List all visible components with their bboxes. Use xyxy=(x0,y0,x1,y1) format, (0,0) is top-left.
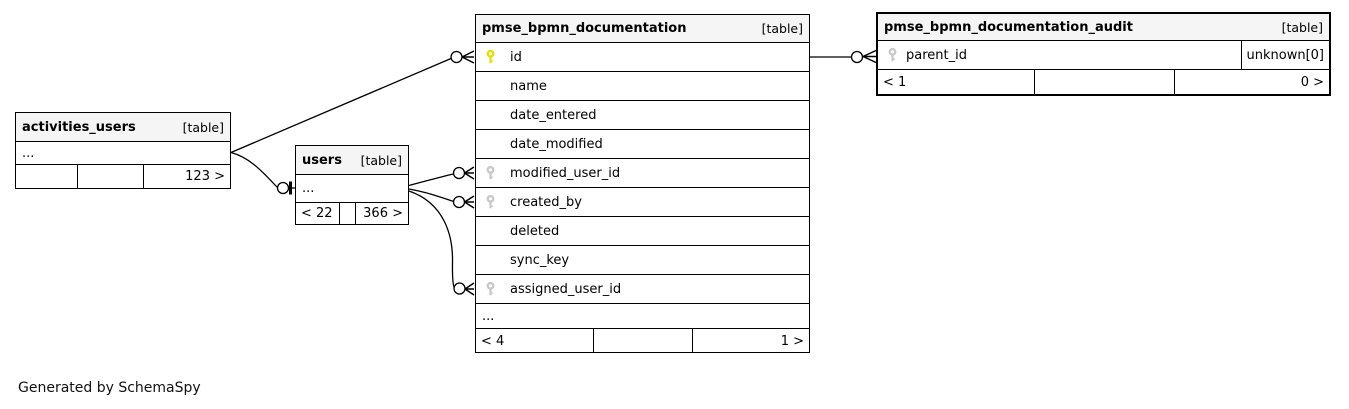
stats-row: 123 > xyxy=(16,165,230,188)
column-row-created-by[interactable]: created_by xyxy=(476,188,809,217)
stats-row: < 4 1 > xyxy=(476,329,809,353)
stat-cell-middle xyxy=(78,165,144,188)
ellipsis-row: ... xyxy=(16,142,230,165)
stat-cell-middle xyxy=(1035,70,1175,94)
column-row-sync-key[interactable]: sync_key xyxy=(476,246,809,275)
stat-cell-middle xyxy=(594,329,693,353)
table-header[interactable]: pmse_bpmn_documentation [table] xyxy=(476,15,809,43)
table-type-label: [table] xyxy=(360,152,402,168)
column-row-name[interactable]: name xyxy=(476,72,809,101)
stat-cell-right: 0 > xyxy=(1300,74,1324,90)
table-node-users[interactable]: users [table] ... < 22 366 > xyxy=(295,145,409,225)
table-title: pmse_bpmn_documentation_audit xyxy=(884,19,1133,35)
column-name: name xyxy=(510,78,547,94)
stat-cell-left: < 1 xyxy=(878,70,1035,94)
relationship-line-activities-users-to-id xyxy=(230,50,475,154)
table-title: users xyxy=(302,152,342,168)
table-node-pmse-bpmn-documentation[interactable]: pmse_bpmn_documentation [table] id name … xyxy=(475,14,810,353)
relationship-line-users-to-modified-user-id xyxy=(408,166,475,187)
stats-row: < 22 366 > xyxy=(296,203,408,224)
column-row-deleted[interactable]: deleted xyxy=(476,217,809,246)
foreign-key-icon xyxy=(476,281,510,297)
column-row-modified-user-id[interactable]: modified_user_id xyxy=(476,159,809,188)
zero-or-many-marker xyxy=(453,282,466,295)
column-name: modified_user_id xyxy=(510,165,621,181)
column-name: assigned_user_id xyxy=(510,281,622,297)
table-header[interactable]: pmse_bpmn_documentation_audit [table] xyxy=(878,14,1329,41)
table-title: pmse_bpmn_documentation xyxy=(482,21,687,36)
table-type-label: [table] xyxy=(1281,19,1323,35)
zero-or-many-marker xyxy=(850,50,864,64)
column-name: created_by xyxy=(510,194,582,210)
column-row-parent-id[interactable]: parent_id unknown[0] xyxy=(878,41,1329,70)
column-name: sync_key xyxy=(510,252,570,268)
column-row-date-entered[interactable]: date_entered xyxy=(476,101,809,130)
table-header[interactable]: activities_users [table] xyxy=(16,113,230,142)
relationship-line-users-to-assigned-user-id xyxy=(408,190,475,296)
column-name: parent_id xyxy=(906,47,967,63)
generator-note: Generated by SchemaSpy xyxy=(18,380,201,396)
column-row-id[interactable]: id xyxy=(476,43,809,72)
foreign-key-icon xyxy=(476,165,510,181)
table-node-activities-users[interactable]: activities_users [table] ... 123 > xyxy=(15,112,231,189)
column-name: date_entered xyxy=(510,107,597,123)
column-name: date_modified xyxy=(510,136,603,152)
column-name: deleted xyxy=(510,223,560,239)
foreign-key-icon xyxy=(476,194,510,210)
table-node-pmse-bpmn-documentation-audit[interactable]: pmse_bpmn_documentation_audit [table] pa… xyxy=(876,12,1331,96)
primary-key-icon xyxy=(476,49,510,65)
stats-row: < 1 0 > xyxy=(878,70,1329,94)
stat-cell-right: 366 > xyxy=(363,206,403,221)
relationship-line-users-to-created-by xyxy=(408,188,475,209)
foreign-key-icon xyxy=(878,47,906,63)
table-type-label: [table] xyxy=(182,119,224,135)
stat-cell-left: < 22 xyxy=(296,203,340,224)
relationship-line-pmse-to-audit-parent-id xyxy=(810,49,877,64)
table-title: activities_users xyxy=(22,119,136,135)
table-type-label: [table] xyxy=(761,21,803,36)
table-header[interactable]: users [table] xyxy=(296,146,408,175)
stat-cell-left xyxy=(16,165,78,188)
ellipsis-row: ... xyxy=(296,175,408,203)
stat-cell-middle xyxy=(340,203,356,224)
stat-cell-right: 1 > xyxy=(780,333,804,349)
ellipsis-row: ... xyxy=(476,304,809,329)
relationship-line-activities-users-to-users xyxy=(230,151,295,195)
stat-cell-right: 123 > xyxy=(185,169,225,184)
column-row-date-modified[interactable]: date_modified xyxy=(476,130,809,159)
zero-or-many-marker xyxy=(452,166,466,180)
column-type-note: unknown[0] xyxy=(1240,41,1330,69)
zero-or-many-marker xyxy=(452,195,466,209)
stat-cell-left: < 4 xyxy=(476,329,594,353)
column-name: id xyxy=(510,49,522,65)
column-row-assigned-user-id[interactable]: assigned_user_id xyxy=(476,275,809,304)
zero-or-many-marker xyxy=(450,50,463,64)
